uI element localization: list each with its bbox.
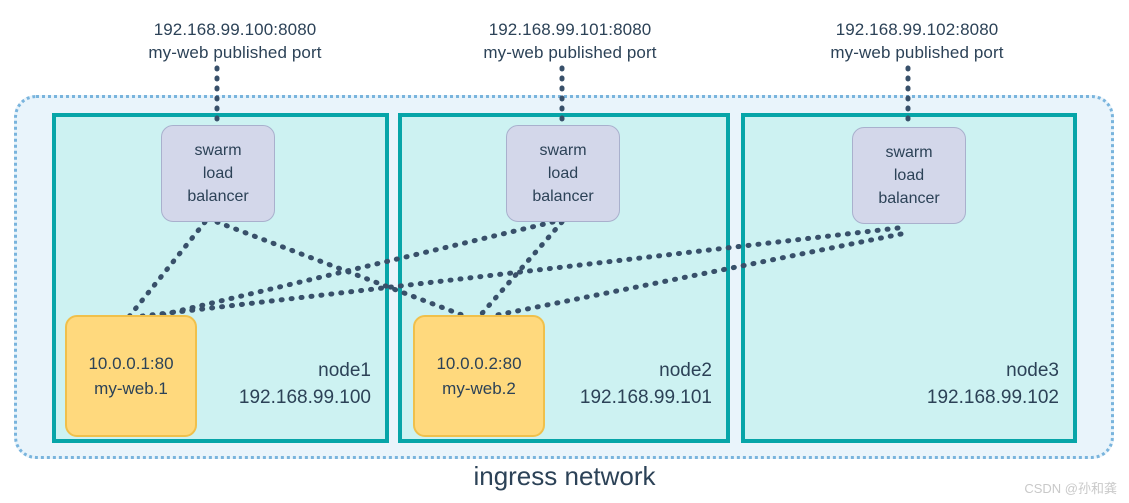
published-port-label-node1: 192.168.99.100:8080 my-web published por… (130, 18, 340, 64)
published-port-label-node3: 192.168.99.102:8080 my-web published por… (812, 18, 1022, 64)
published-port-address: 192.168.99.102:8080 (835, 20, 999, 39)
published-port-description: my-web published port (830, 43, 1004, 62)
csdn-watermark: CSDN @孙和龚 (1024, 481, 1117, 496)
node-name: node3 (1006, 360, 1059, 381)
load-balancer-node1: swarm load balancer (161, 125, 275, 222)
task-name: my-web.1 (94, 379, 168, 398)
load-balancer-line-2: load (547, 165, 579, 182)
load-balancer-line-1: swarm (194, 142, 242, 159)
task-box-my-web-2: 10.0.0.2:80 my-web.2 (413, 315, 545, 437)
task-address: 10.0.0.2:80 (436, 354, 522, 373)
published-port-label-node2: 192.168.99.101:8080 my-web published por… (465, 18, 675, 64)
published-port-description: my-web published port (483, 43, 657, 62)
node-meta-node3: node3 192.168.99.102 (927, 357, 1059, 411)
node-ip: 192.168.99.100 (238, 387, 371, 408)
load-balancer-line-3: balancer (878, 190, 940, 207)
load-balancer-line-2: load (893, 167, 925, 184)
ingress-network-title: ingress network (473, 461, 656, 491)
node-ip: 192.168.99.102 (926, 387, 1059, 408)
node-ip: 192.168.99.101 (579, 387, 712, 408)
load-balancer-node2: swarm load balancer (506, 125, 620, 222)
load-balancer-line-1: swarm (539, 142, 587, 159)
load-balancer-line-3: balancer (532, 188, 594, 205)
load-balancer-line-3: balancer (187, 188, 249, 205)
task-address: 10.0.0.1:80 (88, 354, 174, 373)
task-box-my-web-1: 10.0.0.1:80 my-web.1 (65, 315, 197, 437)
published-port-address: 192.168.99.100:8080 (153, 20, 317, 39)
published-port-description: my-web published port (148, 43, 322, 62)
load-balancer-line-1: swarm (885, 144, 933, 161)
load-balancer-node3: swarm load balancer (852, 127, 966, 224)
node-meta-node1: node1 192.168.99.100 (239, 357, 371, 411)
node-name: node1 (318, 360, 371, 381)
task-name: my-web.2 (442, 379, 516, 398)
node-name: node2 (659, 360, 712, 381)
published-port-address: 192.168.99.101:8080 (488, 20, 652, 39)
node-meta-node2: node2 192.168.99.101 (580, 357, 712, 411)
load-balancer-line-2: load (202, 165, 234, 182)
